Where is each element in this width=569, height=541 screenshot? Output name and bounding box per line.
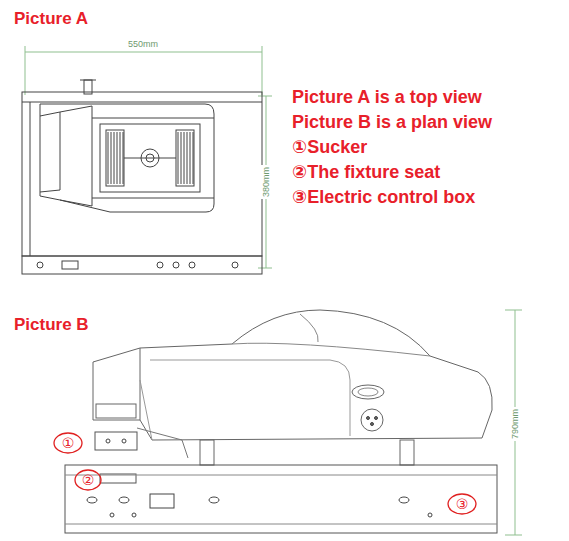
part-name: ①Sucker: [292, 137, 367, 158]
top-view: [22, 46, 272, 274]
note-text: Picture A is a top view: [292, 87, 482, 108]
part-name: ②The fixture seat: [292, 162, 440, 183]
dimension: 550mm: [126, 39, 160, 49]
callout-number: ②: [82, 472, 95, 488]
dimension: 380mm: [261, 165, 271, 199]
dimension: 790mm: [510, 407, 520, 441]
view-title: Picture B: [14, 315, 89, 335]
view-title: Picture A: [14, 9, 88, 29]
part-name: ③Electric control box: [292, 187, 475, 208]
callout-circles: [54, 433, 476, 514]
side-view: [65, 310, 522, 535]
callout-number: ③: [456, 496, 469, 512]
callout-number: ①: [62, 435, 75, 451]
note-text: Picture B is a plan view: [292, 112, 492, 133]
